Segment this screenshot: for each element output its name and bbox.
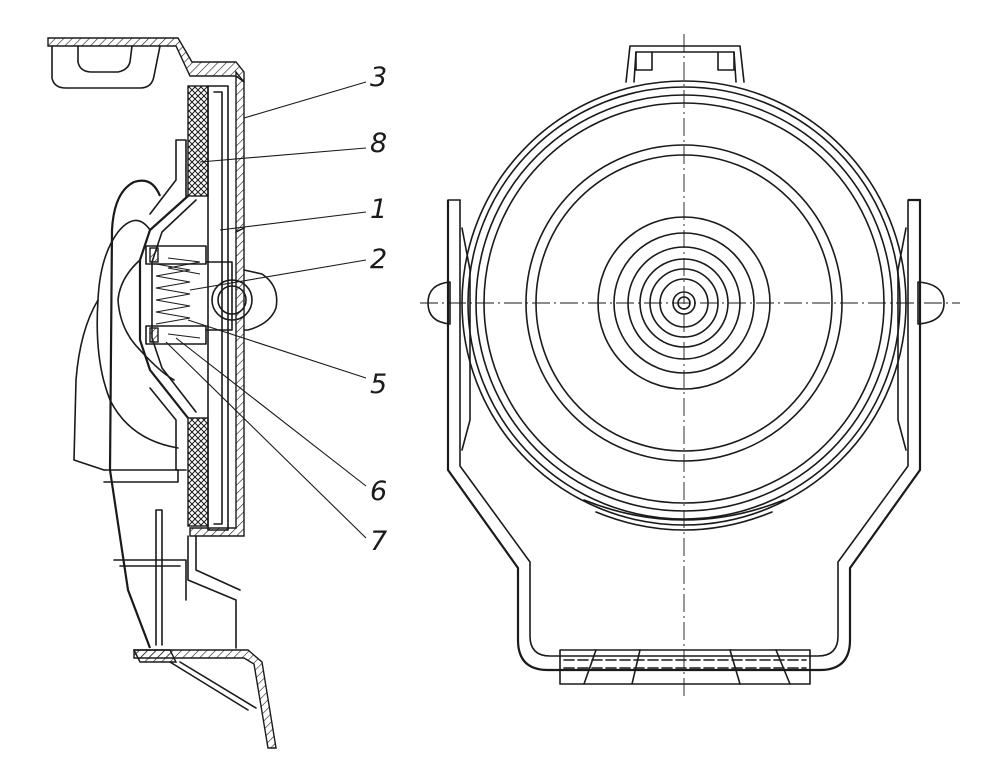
callouts: 3 8 1 2 5 6 7 <box>370 62 387 557</box>
lower-gusset <box>103 469 179 483</box>
bottom-mount-dashes <box>563 659 807 669</box>
stirrup-outer <box>446 198 922 672</box>
lens-ring-6 <box>659 278 709 328</box>
housing-ring-2 <box>467 86 901 520</box>
foot-bracket <box>133 649 277 749</box>
hook-arm-back <box>73 299 105 471</box>
callout-5: 5 <box>370 369 387 400</box>
bottom-mount-wedges <box>583 649 791 685</box>
housing-shell-lower <box>189 226 245 537</box>
lower-arm-brace <box>113 559 187 601</box>
inner-plate <box>207 85 229 531</box>
right-knob <box>917 281 945 325</box>
left-plate <box>461 227 471 451</box>
callout-3: 3 <box>370 62 387 93</box>
dish-rim-lower <box>149 387 187 471</box>
leader-lines <box>165 81 367 539</box>
foot-bracket-lip <box>132 649 178 663</box>
insulator-lower <box>187 417 209 527</box>
lower-arm-left <box>155 509 163 646</box>
top-bracket-tab <box>51 45 161 89</box>
housing-ring-4 <box>483 102 885 504</box>
pivot-boss <box>243 269 278 331</box>
lens-ring-4 <box>639 258 729 348</box>
top-clip <box>625 45 745 83</box>
stirrup-inner <box>459 199 909 657</box>
hook-arm-outer <box>108 179 162 649</box>
lens-ring-1 <box>597 216 771 390</box>
lens-ring-3 <box>627 246 741 360</box>
insulator-upper <box>187 85 209 197</box>
hook-arm-curl <box>117 259 175 381</box>
lens-ring-5 <box>649 268 719 338</box>
housing-outer-ring <box>461 80 907 526</box>
dish-profile <box>138 195 189 419</box>
housing-shell <box>235 70 245 234</box>
top-clip-tabs <box>635 51 735 71</box>
callout-1: 1 <box>370 194 387 225</box>
spring-assembly <box>145 245 233 345</box>
lower-arm-right <box>187 535 241 649</box>
front-view <box>420 34 960 696</box>
left-knob <box>427 281 451 325</box>
top-bracket-slot <box>77 45 133 73</box>
dish-rim-upper <box>149 139 187 215</box>
housing-ring-3 <box>475 94 893 512</box>
bottom-mount <box>559 649 811 685</box>
pivot-hole-inner <box>217 285 247 315</box>
section-view <box>47 37 278 749</box>
hook-arm-inner <box>96 219 179 449</box>
foot-bracket-web <box>169 661 257 711</box>
reflector-outer <box>525 144 843 462</box>
callout-7: 7 <box>370 526 387 557</box>
housing-lower-lip <box>583 499 785 531</box>
callout-6: 6 <box>370 476 387 507</box>
inner-plate-inner <box>213 91 223 525</box>
pivot-hole-outer <box>211 279 253 321</box>
lens-center-inner <box>677 296 691 310</box>
lens-center-outer <box>672 291 696 315</box>
callout-2: 2 <box>370 244 387 275</box>
callout-8: 8 <box>370 128 387 159</box>
reflector-ring <box>535 154 833 452</box>
right-plate <box>897 227 907 451</box>
lens-ring-2 <box>613 232 755 374</box>
